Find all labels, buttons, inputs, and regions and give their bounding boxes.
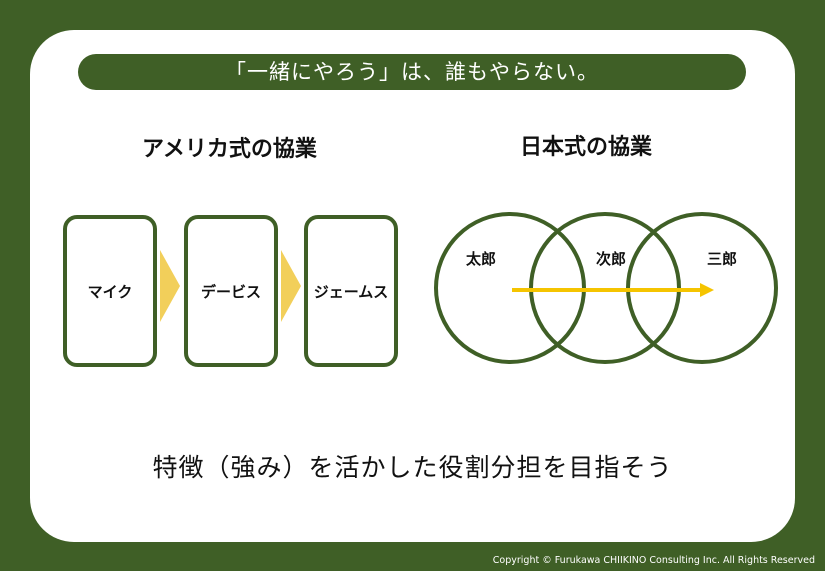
overlapping-circles-diagram <box>434 212 778 364</box>
circle-label-jiro: 次郎 <box>596 250 627 268</box>
person-box-davis: デービス <box>184 215 278 367</box>
content-card <box>30 30 795 542</box>
copyright-notice: Copyright © Furukawa CHIIKINO Consulting… <box>492 555 815 566</box>
person-box-mike: マイク <box>63 215 157 367</box>
flow-arrow-icon <box>160 250 180 322</box>
person-name: ジェームス <box>313 282 389 301</box>
circle-label-taro: 太郎 <box>466 250 497 268</box>
person-name: デービス <box>200 282 261 301</box>
american-collab-heading: アメリカ式の協業 <box>142 137 317 162</box>
flow-arrow-icon <box>281 250 301 322</box>
person-name: マイク <box>87 282 133 301</box>
headline-banner: 「一緒にやろう」は、誰もやらない。 <box>78 54 746 90</box>
circle-label-saburo: 三郎 <box>707 250 738 268</box>
slogan-text: 特徴（強み）を活かした役割分担を目指そう <box>152 453 673 482</box>
japanese-collab-heading: 日本式の協業 <box>520 135 653 160</box>
arrow-head-icon <box>700 283 714 297</box>
person-box-james: ジェームス <box>304 215 398 367</box>
